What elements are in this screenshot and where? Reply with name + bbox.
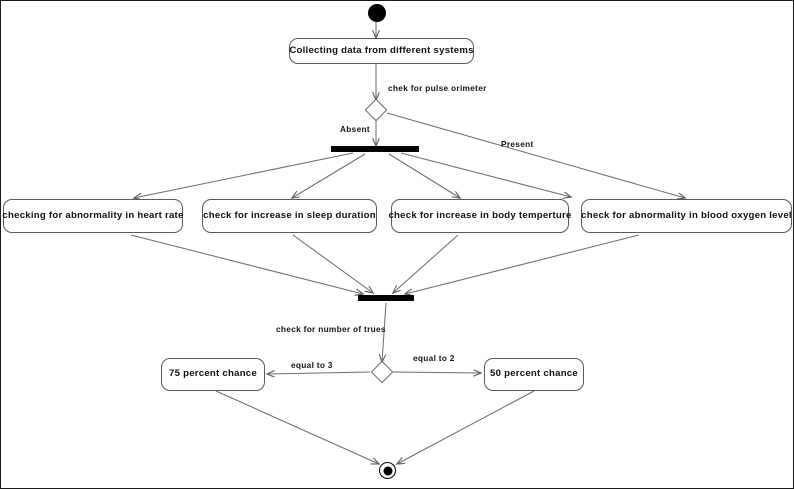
initial-node — [368, 4, 386, 22]
edge-fork-to-sleep-duration — [292, 153, 366, 198]
edge-fork-to-heart-rate — [134, 152, 354, 198]
edge-label-present: Present — [501, 139, 534, 149]
action-check-sleep-duration-label: check for increase in sleep duration — [203, 209, 376, 221]
edge-50-percent-to-final — [397, 390, 535, 464]
decision-node-number-of-trues[interactable] — [370, 360, 394, 384]
action-50-percent-chance[interactable]: 50 percent chance — [484, 358, 584, 391]
edge-fork-to-blood-oxygen-alt — [400, 152, 571, 197]
fork-bar — [331, 146, 419, 152]
edge-label-pulse-oximeter: chek for pulse orimeter — [388, 83, 487, 93]
final-node-inner-disc — [383, 466, 392, 475]
action-check-sleep-duration[interactable]: check for increase in sleep duration — [202, 199, 377, 233]
edge-fork-to-body-temperature — [388, 153, 460, 198]
edge-decision-to-50-percent — [392, 372, 481, 373]
edge-blood-oxygen-to-join — [405, 234, 640, 294]
action-check-body-temperature[interactable]: check for increase in body temperture — [388, 199, 572, 233]
edge-decision-to-75-percent — [267, 372, 371, 374]
edge-body-temperature-to-join — [393, 234, 459, 293]
edge-label-equal-to-3: equal to 3 — [291, 360, 333, 370]
action-check-heart-rate[interactable]: checking for abnormality in heart rate — [2, 199, 184, 233]
action-collecting-data-label: Collecting data from different systems — [289, 44, 474, 56]
action-check-heart-rate-label: checking for abnormality in heart rate — [2, 209, 184, 221]
edge-sleep-duration-to-join — [292, 234, 373, 293]
action-75-percent-chance-label: 75 percent chance — [169, 368, 257, 380]
join-bar — [358, 295, 414, 301]
activity-final-node — [379, 462, 396, 479]
action-check-blood-oxygen-label: check for abnormality in blood oxygen le… — [581, 209, 792, 221]
action-50-percent-chance-label: 50 percent chance — [490, 368, 578, 380]
edge-label-absent: Absent — [340, 124, 370, 134]
edge-decision-to-blood-oxygen-present — [386, 112, 685, 198]
action-75-percent-chance[interactable]: 75 percent chance — [161, 358, 265, 391]
action-collecting-data[interactable]: Collecting data from different systems — [289, 38, 474, 64]
edge-label-equal-to-2: equal to 2 — [413, 353, 455, 363]
edge-label-number-of-trues: check for number of trues — [276, 324, 386, 334]
decision-node-pulse-oximeter[interactable] — [364, 98, 388, 122]
action-check-blood-oxygen[interactable]: check for abnormality in blood oxygen le… — [581, 199, 792, 233]
action-check-body-temperature-label: check for increase in body temperture — [388, 209, 572, 221]
edge-75-percent-to-final — [215, 390, 379, 464]
edge-heart-rate-to-join — [130, 234, 363, 294]
